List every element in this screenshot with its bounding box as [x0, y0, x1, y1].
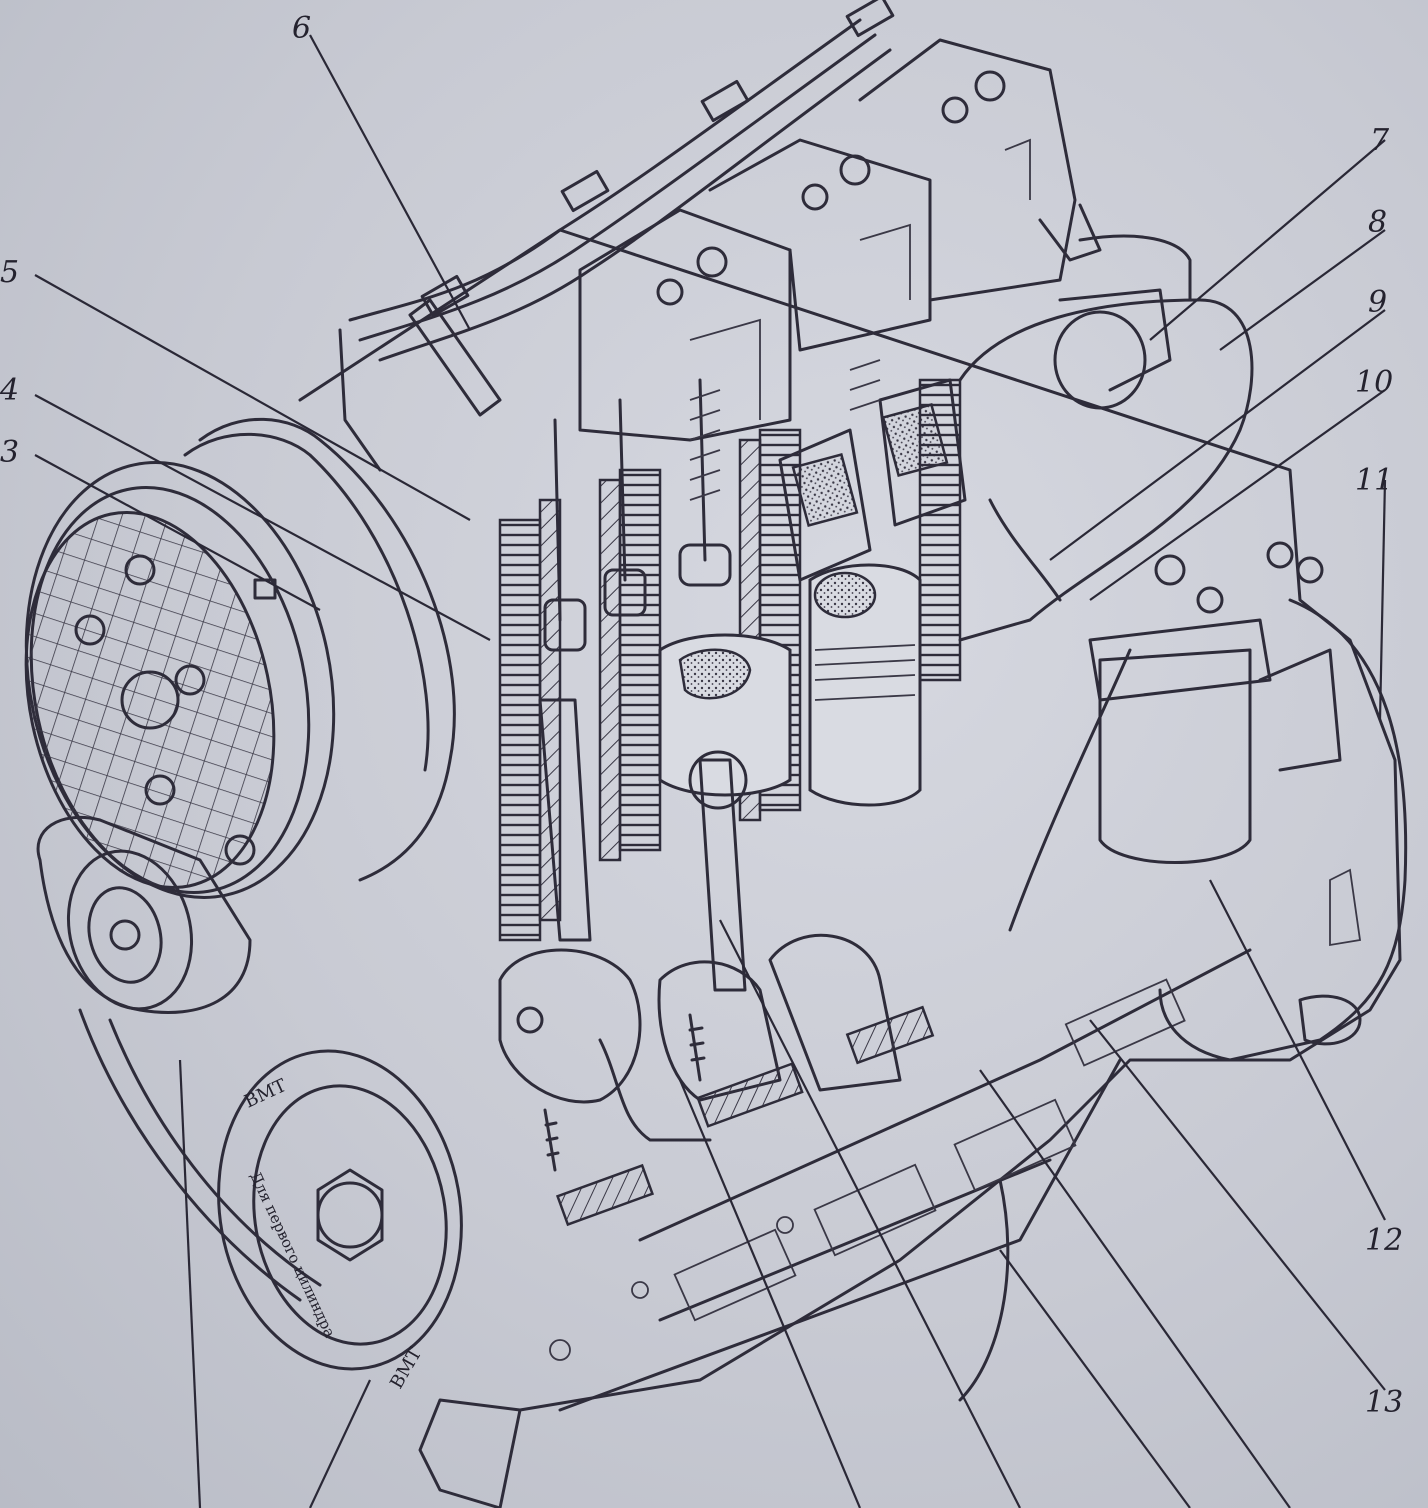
leader-lines	[34, 34, 1387, 1508]
callout-12: 12	[1365, 1223, 1403, 1258]
callout-6: 6	[292, 11, 311, 46]
cylinder-heads	[578, 38, 1077, 442]
callout-4: 4	[0, 373, 19, 408]
front-pulleys	[36, 815, 463, 1371]
crankshaft	[498, 698, 935, 1227]
pistons	[658, 563, 922, 807]
oil-filter	[1008, 541, 1342, 932]
tdc-marking-lower: ВМТ	[386, 1344, 426, 1392]
crankcase	[298, 228, 1402, 1508]
manifolds	[778, 288, 1254, 642]
fuel-lines	[338, 0, 1192, 472]
callout-7: 7	[1370, 123, 1390, 158]
callout-5: 5	[0, 255, 19, 290]
callout-3: 3	[0, 435, 19, 470]
callout-8: 8	[1368, 205, 1387, 240]
callout-9: 9	[1368, 285, 1387, 320]
callout-13: 13	[1365, 1385, 1403, 1420]
rear-housing	[1158, 598, 1408, 1062]
tdc-marking: ВМТ	[241, 1075, 289, 1112]
cylinder-cutaway	[498, 359, 962, 942]
callout-10: 10	[1355, 365, 1393, 400]
flywheel	[24, 417, 456, 899]
callout-11: 11	[1355, 463, 1393, 498]
